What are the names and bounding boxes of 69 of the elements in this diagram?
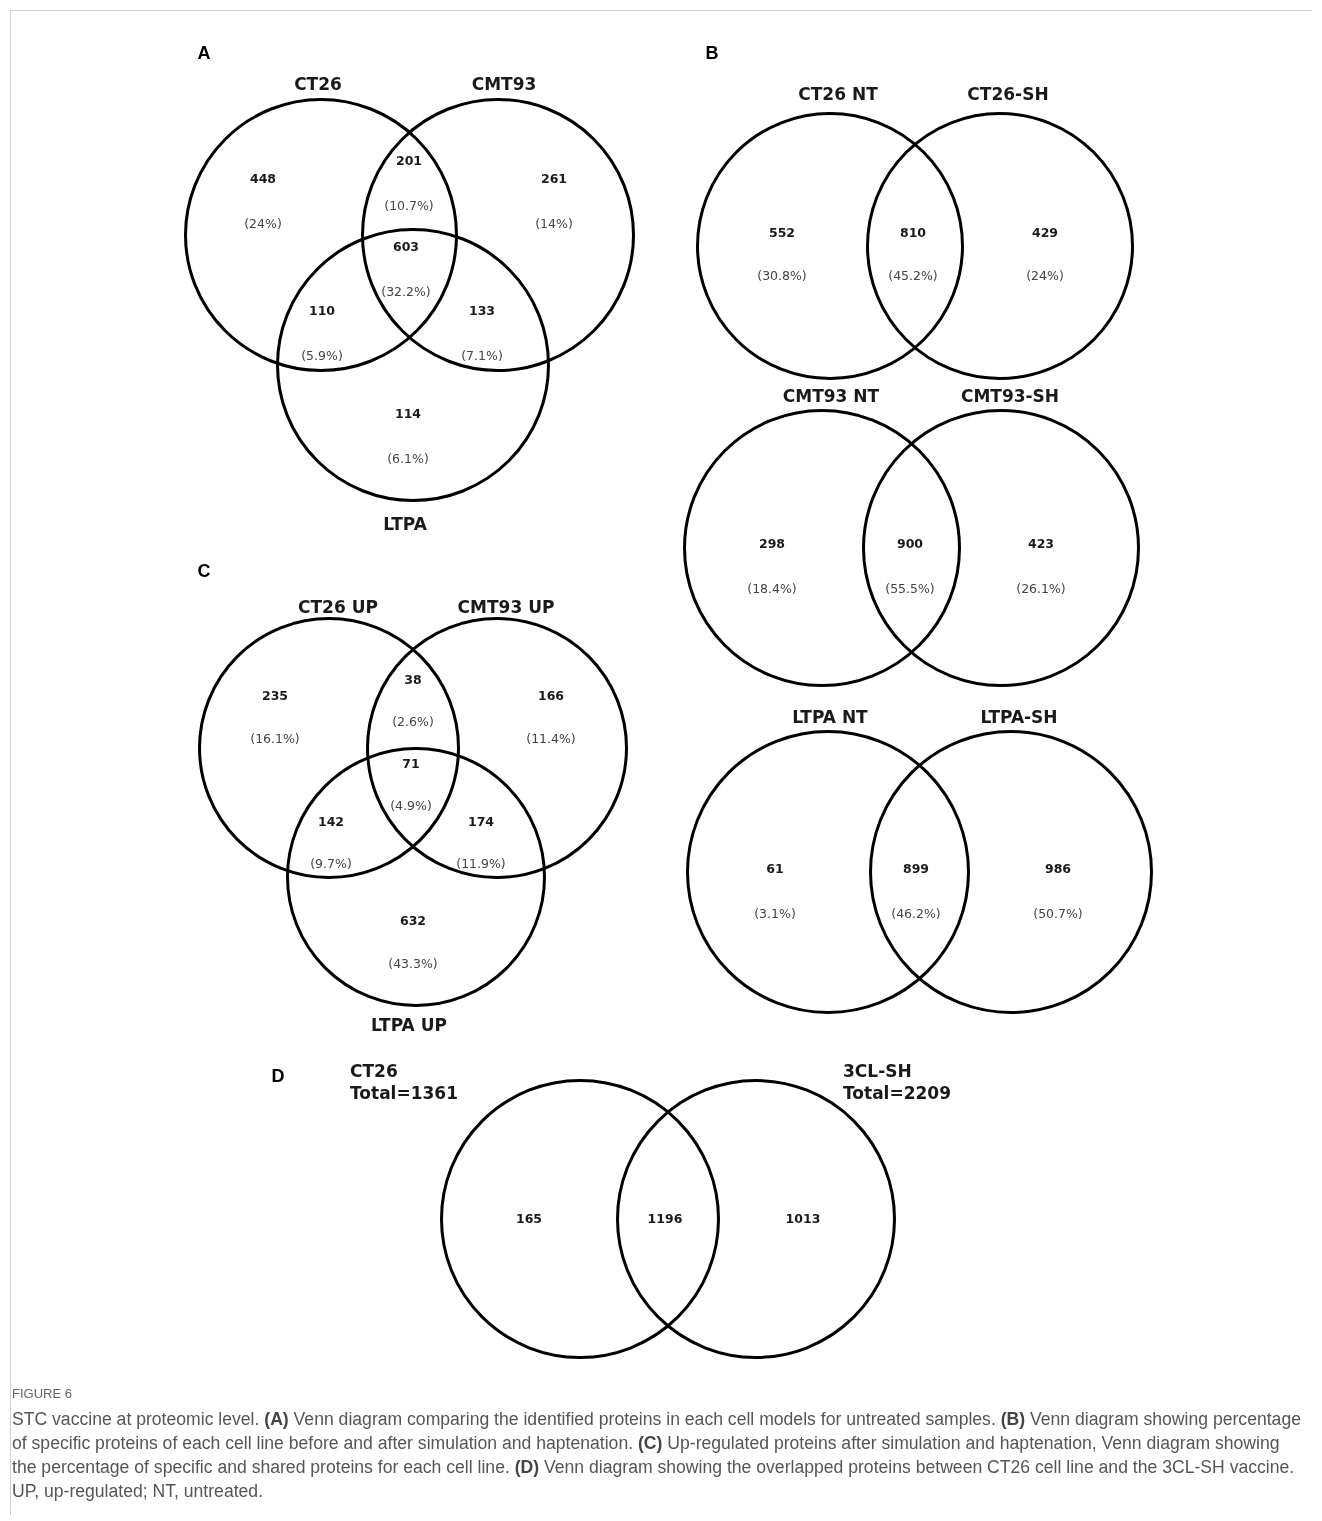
region-count: 142	[317, 813, 345, 829]
set-label: LTPA UP	[371, 1013, 447, 1037]
region-percentage: (55.5%)	[885, 580, 935, 596]
region-count: 810	[899, 224, 927, 240]
region-count: 38	[404, 671, 422, 687]
panel-letter: D	[271, 1066, 285, 1088]
region-percentage: (32.2%)	[381, 283, 431, 299]
region-percentage: (4.9%)	[390, 797, 432, 813]
region-count: 1013	[785, 1210, 821, 1226]
region-percentage: (5.9%)	[301, 347, 343, 363]
region-percentage: (45.2%)	[888, 267, 938, 283]
region-percentage: (46.2%)	[891, 905, 941, 921]
region-count: 261	[540, 170, 568, 186]
region-count: 448	[249, 170, 277, 186]
region-percentage: (50.7%)	[1033, 905, 1083, 921]
set-label: LTPA-SH	[980, 705, 1058, 729]
region-count: 71	[402, 755, 420, 771]
region-percentage: (6.1%)	[387, 450, 429, 466]
set-label: CT26	[294, 72, 342, 96]
region-count: 1196	[647, 1210, 683, 1226]
set-label: LTPA	[383, 512, 427, 536]
region-count: 552	[768, 224, 796, 240]
set-label: CMT93 NT	[782, 384, 880, 408]
region-count: 298	[758, 535, 786, 551]
region-percentage: (11.4%)	[526, 730, 576, 746]
region-count: 429	[1031, 224, 1059, 240]
region-count: 201	[395, 152, 423, 168]
set-label: LTPA NT	[792, 705, 868, 729]
region-percentage: (24%)	[1026, 267, 1064, 283]
region-count: 61	[766, 860, 784, 876]
region-percentage: (30.8%)	[757, 267, 807, 283]
region-percentage: (14%)	[535, 215, 573, 231]
region-count: 133	[468, 302, 496, 318]
set-label: CMT93	[471, 72, 537, 96]
figure-number: FIGURE 6	[12, 1386, 72, 1402]
set-label: CMT93 UP	[457, 595, 555, 619]
region-count: 235	[261, 687, 289, 703]
panel-letter: B	[705, 43, 719, 65]
region-count: 632	[399, 912, 427, 928]
region-count: 166	[537, 687, 565, 703]
region-count: 603	[392, 238, 420, 254]
region-percentage: (43.3%)	[388, 955, 438, 971]
region-percentage: (18.4%)	[747, 580, 797, 596]
region-count: 165	[515, 1210, 543, 1226]
region-percentage: (9.7%)	[310, 855, 352, 871]
region-percentage: (16.1%)	[250, 730, 300, 746]
region-percentage: (11.9%)	[456, 855, 506, 871]
region-percentage: (3.1%)	[754, 905, 796, 921]
region-percentage: (2.6%)	[392, 713, 434, 729]
region-count: 423	[1027, 535, 1055, 551]
set-label: CT26 NT	[798, 82, 878, 106]
region-count: 899	[902, 860, 930, 876]
region-count: 110	[308, 302, 336, 318]
region-count: 174	[467, 813, 495, 829]
region-count: 986	[1044, 860, 1072, 876]
panel-letter: C	[197, 561, 211, 583]
set-label: CMT93-SH	[960, 384, 1060, 408]
figure-caption: STC vaccine at proteomic level. (A) Venn diagram comparing the identified proteins in each cell models for untreated samples. (B) Venn diagram showing percentage of specific proteins of each cell line before and after simulation and haptenation. (C) Up-regulated proteins after simulation and haptenation, Venn diagram showing the percentage of specific and shared proteins for each cell line. (D) Venn diagram showing the overlapped proteins between CT26 cell line and the 3CL-SH vaccine. UP, up-regulated; NT, untreated.	[12, 1408, 1302, 1503]
region-percentage: (26.1%)	[1016, 580, 1066, 596]
set-label: CT26 Total=1361	[350, 1060, 459, 1105]
region-percentage: (10.7%)	[384, 197, 434, 213]
region-count: 900	[896, 535, 924, 551]
region-count: 114	[394, 405, 422, 421]
set-label: CT26 UP	[298, 595, 378, 619]
region-percentage: (7.1%)	[461, 347, 503, 363]
set-label: 3CL-SH Total=2209	[843, 1060, 952, 1105]
panel-letter: A	[197, 43, 211, 65]
set-label: CT26-SH	[967, 82, 1049, 106]
region-percentage: (24%)	[244, 215, 282, 231]
